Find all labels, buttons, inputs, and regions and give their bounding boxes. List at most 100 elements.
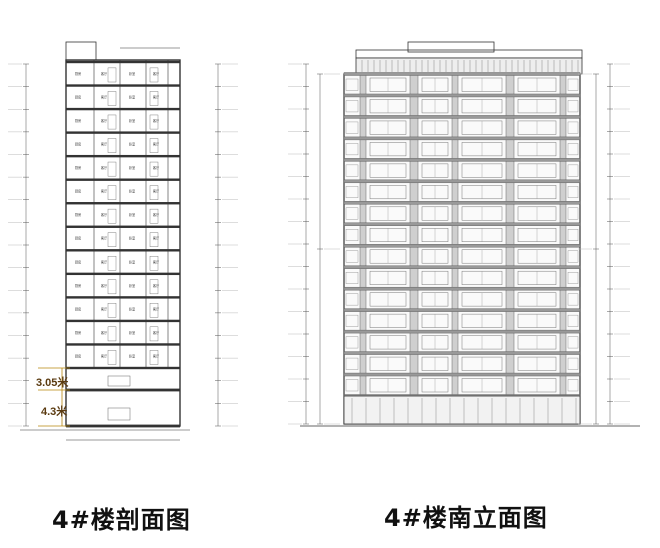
door-opening [149, 350, 159, 365]
room-label: 客厅 [101, 142, 108, 147]
side-window [567, 186, 579, 198]
floor-band [343, 372, 581, 377]
side-window [567, 272, 579, 284]
facade-pier [359, 73, 367, 397]
door-opening [149, 279, 159, 295]
side-window [567, 121, 579, 134]
side-window [567, 379, 579, 392]
floor-band [343, 222, 581, 226]
floor-band [343, 115, 581, 119]
room-label: 客厅 [101, 353, 108, 358]
side-window [345, 314, 359, 327]
side-window [567, 229, 579, 241]
room-label: 卧室 [129, 330, 135, 335]
room-label: 客厅 [101, 189, 108, 194]
room-label: 客厅 [101, 330, 108, 335]
room-label: 卧室 [129, 142, 135, 147]
ground-room-box [107, 375, 131, 387]
door-opening [149, 232, 159, 247]
floor-slab [66, 296, 180, 299]
side-window [567, 293, 579, 306]
floor-slab [66, 388, 180, 392]
floor-band [343, 329, 581, 334]
room-label: 客厅 [153, 189, 160, 194]
door-opening [149, 138, 159, 153]
room-label: 卧室 [129, 306, 135, 311]
room-label: 厨房 [75, 118, 81, 123]
room-label: 卧室 [129, 189, 135, 194]
room-label: 客厅 [101, 212, 108, 217]
room-label: 卧室 [129, 94, 135, 99]
side-window [345, 250, 359, 263]
room-label: 客厅 [153, 259, 160, 264]
room-label: 客厅 [153, 118, 160, 123]
section-outline [65, 59, 181, 427]
room-label: 卧室 [129, 283, 135, 288]
floor-height-upper-annotation: 3.05米 [36, 377, 69, 389]
side-window [345, 336, 359, 349]
floor-band [343, 136, 581, 141]
side-window [345, 293, 359, 306]
room-label: 客厅 [153, 142, 160, 147]
room-label: 客厅 [101, 283, 108, 288]
door-opening [107, 326, 117, 342]
floor-slab [66, 60, 180, 64]
side-window [345, 272, 359, 284]
side-window [567, 100, 579, 113]
room-label: 客厅 [153, 283, 160, 288]
ground-room-box [107, 407, 131, 421]
room-label: 客厅 [153, 306, 160, 311]
side-window [345, 379, 359, 392]
side-window [567, 164, 579, 177]
facade-pier [451, 73, 459, 397]
door-opening [149, 326, 159, 342]
elevation-drawing [300, 41, 640, 427]
side-window [345, 100, 359, 113]
side-window [345, 357, 359, 370]
room-label: 厨房 [75, 259, 81, 264]
side-window [567, 357, 579, 370]
door-opening [107, 279, 117, 295]
side-window [567, 207, 579, 220]
room-label: 客厅 [153, 353, 160, 358]
side-window [567, 314, 579, 327]
floor-band [343, 351, 581, 355]
side-window [345, 229, 359, 241]
floor-slab [66, 84, 180, 87]
floor-slab [66, 366, 180, 370]
side-window [567, 143, 579, 156]
roof-stair-box [65, 41, 97, 61]
door-opening [107, 114, 117, 130]
elevation-level-column [288, 63, 630, 425]
room-label: 客厅 [101, 71, 108, 76]
floor-band [343, 244, 581, 248]
section-drawing: 厨房客厅卧室客厅厨房客厅卧室客厅厨房客厅卧室客厅厨房客厅卧室客厅厨房客厅卧室客厅… [20, 41, 190, 441]
door-opening [149, 303, 159, 318]
door-opening [107, 232, 117, 247]
room-label: 厨房 [75, 306, 81, 311]
floor-slab [66, 424, 180, 428]
room-label: 卧室 [129, 236, 135, 241]
room-label: 厨房 [75, 142, 81, 147]
side-window [345, 78, 359, 91]
door-opening [149, 208, 159, 224]
room-label: 厨房 [75, 165, 81, 170]
room-label: 客厅 [101, 165, 108, 170]
room-label: 厨房 [75, 212, 81, 217]
door-opening [107, 185, 117, 200]
room-label: 厨房 [75, 353, 81, 358]
floor-band [343, 286, 581, 291]
floor-band [343, 72, 581, 76]
room-label: 客厅 [101, 118, 108, 123]
door-opening [107, 91, 117, 106]
floor-slab [66, 249, 180, 252]
room-label: 客厅 [153, 71, 160, 76]
side-window [567, 336, 579, 349]
floor-height-ground-annotation: 4.3米 [41, 406, 68, 418]
room-label: 客厅 [101, 259, 108, 264]
room-label: 客厅 [153, 165, 160, 170]
room-label: 客厅 [153, 94, 160, 99]
floor-band [343, 265, 581, 269]
floor-band [343, 179, 581, 184]
